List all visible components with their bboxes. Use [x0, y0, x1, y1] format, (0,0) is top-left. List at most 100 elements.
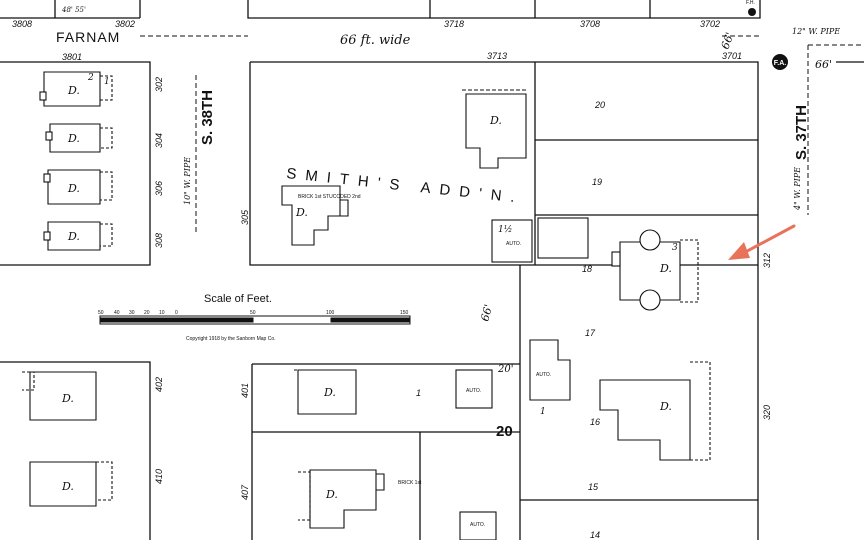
corner-lot-label: 48' 55' [61, 6, 86, 14]
scale-of-feet: Scale of Feet. 50 40 30 20 10 0 50 100 1… [98, 293, 411, 342]
dwelling-lot18-east [611, 229, 699, 311]
address-label: 3802 [115, 19, 135, 29]
scale-tick: 100 [326, 310, 335, 316]
dwelling-lot16 [599, 361, 711, 461]
address-label: 410 [154, 469, 164, 484]
dwelling-label: D. [295, 206, 308, 219]
auto-garage-lot17 [529, 339, 571, 401]
lot-numbers: 20 19 18 17 16 15 14 1 [416, 100, 605, 540]
auto-garage-smiths [491, 219, 533, 263]
story-count: 2 [87, 73, 94, 83]
auto-label: AUTO. [506, 241, 521, 247]
story-count: 3 [672, 243, 678, 253]
lot-number: 15 [588, 482, 599, 492]
dwelling-401 [294, 369, 357, 415]
hydrant-symbol: F.H. [746, 0, 756, 16]
address-label: 3718 [444, 19, 464, 29]
dwelling-label: D. [325, 488, 338, 501]
dwelling-410 [29, 461, 113, 507]
address-label: 402 [154, 377, 164, 392]
width-20-label: 20' [497, 364, 513, 375]
scale-tick: 0 [175, 310, 178, 316]
address-label: 302 [154, 77, 164, 92]
address-label: 401 [240, 383, 250, 398]
address-label: 3708 [580, 19, 600, 29]
auto-garage-lot18 [537, 217, 589, 259]
fire-alarm-label: F.A. [774, 60, 787, 67]
scale-tick: 40 [114, 310, 120, 316]
dwelling-label: D. [61, 480, 74, 493]
brick-first-label: BRICK 1st [398, 480, 422, 486]
width-66-label-b: 66' [719, 31, 737, 51]
pipe-38th-label: 10" W. PIPE [183, 157, 192, 205]
scale-tick: 10 [159, 310, 165, 316]
lot-number: 17 [585, 328, 596, 338]
buildings [22, 71, 711, 540]
pipe-farnam-label: 12" W. PIPE [792, 27, 840, 36]
dwelling-west-1 [39, 71, 113, 107]
address-label: 312 [762, 253, 772, 268]
dwelling-west-3 [43, 169, 113, 205]
width-66-label-c: 66' [478, 303, 495, 323]
auto-label: AUTO. [536, 372, 551, 378]
dwelling-label: D. [61, 392, 74, 405]
farnam-width-label: 66 ft. wide [340, 33, 411, 48]
address-label: 407 [240, 484, 250, 500]
dwelling-402 [22, 371, 97, 421]
copyright-label: Copyright 1918 by the Sanborn Map Co. [186, 336, 276, 342]
brick-stucco-label: BRICK 1st STUCCOED 2nd [298, 194, 361, 200]
building-labels: D. D. D. D. D. BRICK 1st STUCCOED 2nd D.… [61, 73, 678, 528]
address-label: 3801 [62, 52, 82, 62]
dwelling-label: D. [67, 182, 80, 195]
annotation-arrow [728, 224, 796, 260]
dwelling-smiths-brick [281, 185, 349, 246]
story-count: 1 [104, 77, 110, 87]
dwelling-label: D. [67, 132, 80, 145]
dwelling-west-2 [45, 123, 113, 153]
story-count: 1½ [498, 224, 512, 235]
story-count: 1 [540, 407, 546, 417]
block-number-label: 20 [496, 423, 513, 440]
dwelling-label: D. [67, 230, 80, 243]
dwelling-407 [298, 469, 385, 529]
water-pipes [140, 35, 864, 235]
lot-number: 19 [592, 177, 602, 187]
scale-tick: 50 [98, 310, 104, 316]
auto-garage-south [459, 511, 497, 540]
dwelling-label: D. [67, 84, 80, 97]
lot-number: 16 [590, 417, 600, 427]
dwelling-west-4 [43, 221, 113, 251]
dwelling-label: D. [489, 114, 502, 127]
lot-number: 14 [590, 530, 600, 540]
address-label: 3702 [700, 19, 720, 29]
hydrant-label: F.H. [746, 0, 755, 6]
scale-tick: 20 [144, 310, 150, 316]
scale-bar-graphic [99, 315, 411, 325]
lot-number: 20 [594, 100, 605, 110]
address-label: 3713 [487, 51, 507, 61]
pipe-37th-label: 4" W. PIPE [793, 167, 802, 211]
scale-tick: 30 [129, 310, 135, 316]
dwelling-label: D. [659, 400, 672, 413]
farnam-street-label: FARNAM [56, 29, 120, 45]
scale-tick: 50 [250, 310, 256, 316]
dwelling-3713 [462, 89, 527, 169]
width-66-label-a: 66' [815, 58, 832, 71]
auto-label: AUTO. [466, 388, 481, 394]
lot-number: 1 [416, 388, 421, 398]
address-label: 3701 [722, 51, 742, 61]
auto-label: AUTO. [470, 522, 485, 528]
dwelling-label: D. [659, 262, 672, 275]
address-label: 3808 [12, 19, 32, 29]
address-label: 308 [154, 233, 164, 248]
dwelling-label: D. [323, 386, 336, 399]
address-numbers: 3808 3802 3801 3718 3713 3708 3702 3701 … [12, 19, 772, 500]
lot-number: 18 [582, 264, 592, 274]
s38th-street-label: S. 38TH [199, 90, 216, 145]
address-label: 306 [154, 181, 164, 196]
auto-garage-401 [455, 369, 493, 409]
fire-alarm-symbol: F.A. [772, 54, 788, 70]
address-label: 305 [240, 209, 250, 225]
scale-title: Scale of Feet. [204, 293, 272, 305]
